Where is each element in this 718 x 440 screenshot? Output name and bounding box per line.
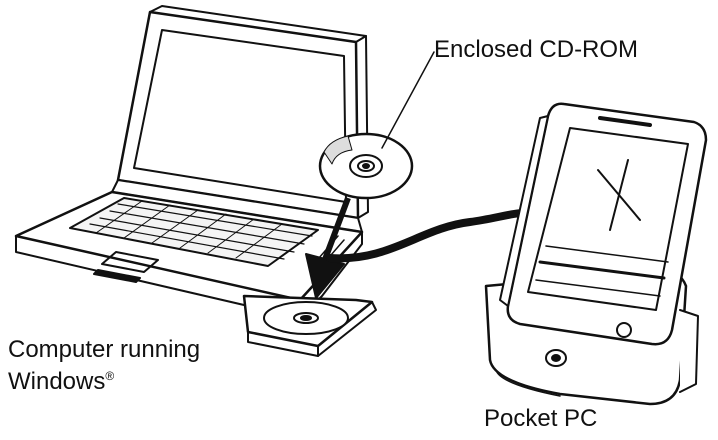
pocket-pc-screen bbox=[527, 127, 689, 311]
registered-mark: ® bbox=[105, 369, 115, 383]
label-enclosed-cdrom-text: Enclosed CD-ROM bbox=[434, 36, 639, 63]
label-computer: Computer running Windows® bbox=[8, 336, 200, 395]
device-button bbox=[616, 322, 632, 338]
pocket-pc-illustration bbox=[484, 102, 708, 406]
insert-arrow bbox=[305, 196, 351, 299]
label-computer-line1: Computer running bbox=[8, 336, 201, 363]
laptop-touchpad bbox=[101, 251, 159, 273]
floating-cd bbox=[318, 51, 435, 200]
sync-cable bbox=[326, 208, 538, 263]
label-pocket-pc: Pocket PC bbox=[484, 405, 597, 432]
label-enclosed-cdrom: Enclosed CD-ROM bbox=[434, 36, 638, 63]
label-pocket-pc-text: Pocket PC bbox=[484, 405, 598, 432]
cd-drive-tray bbox=[242, 294, 377, 357]
label-computer-line2: Windows® bbox=[8, 363, 200, 395]
cdrom-callout-line bbox=[381, 51, 435, 149]
label-windows-text: Windows bbox=[8, 368, 106, 395]
